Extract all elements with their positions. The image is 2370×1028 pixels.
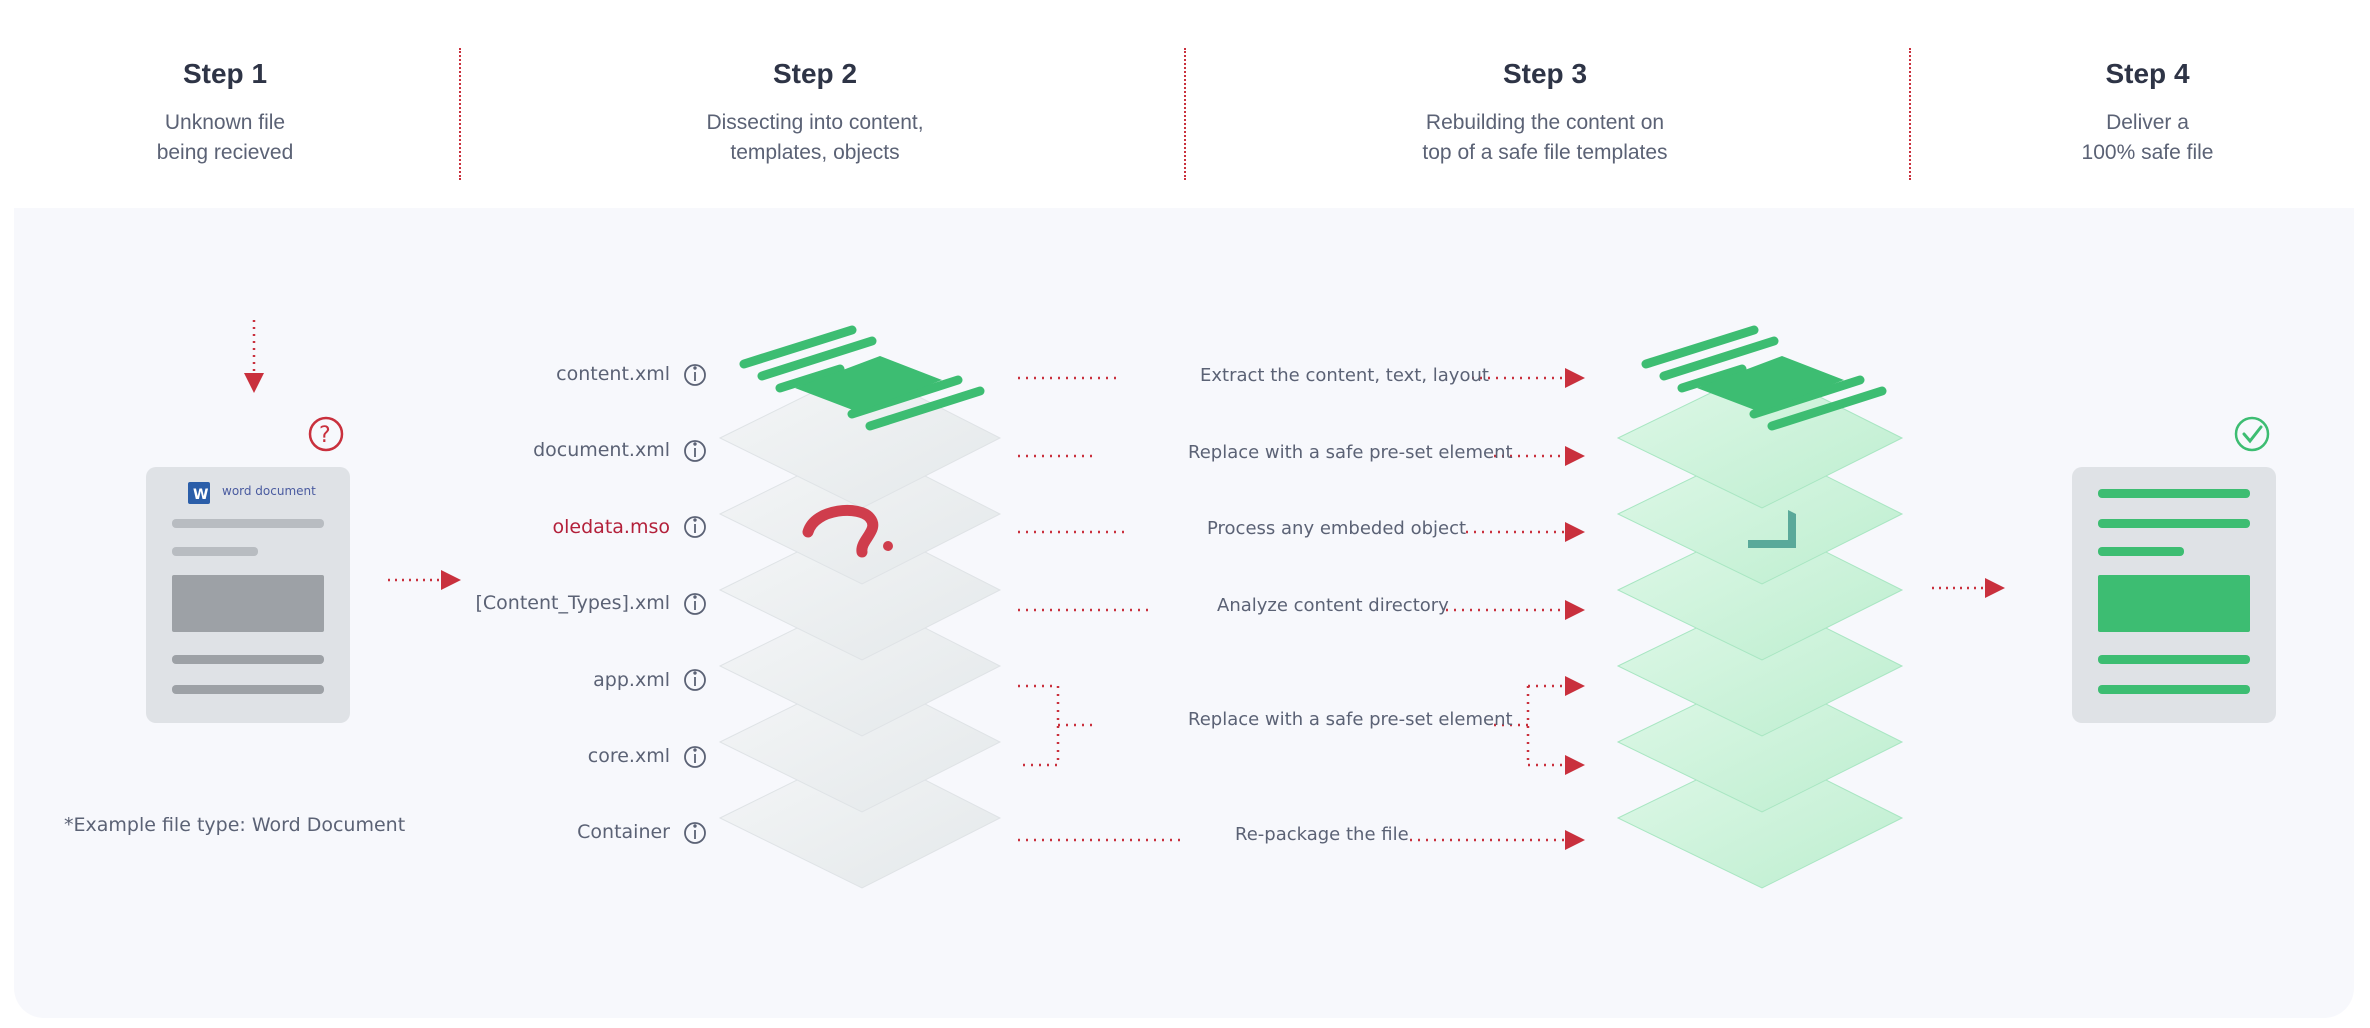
svg-text:W: W (193, 487, 208, 503)
info-icon[interactable] (684, 516, 706, 538)
step-2-description: Dissecting into content, templates, obje… (706, 111, 924, 164)
step-4-description: Deliver a 100% safe file (2081, 111, 2214, 164)
step-1: Step 1 Unknown file being recieved (120, 58, 330, 168)
action-replace-2: Replace with a safe pre-set element (1188, 709, 1513, 730)
step-3-title: Step 3 (1502, 58, 1588, 89)
diagram-body (14, 208, 2354, 1018)
input-document: W word document (146, 467, 350, 723)
layer-label-container: Container (577, 821, 670, 843)
step-2: Step 2 Dissecting into content, template… (665, 58, 965, 168)
info-icon[interactable] (684, 822, 706, 844)
output-document (2072, 467, 2276, 723)
action-extract: Extract the content, text, layout (1200, 365, 1489, 386)
action-replace-1: Replace with a safe pre-set element (1188, 442, 1513, 463)
layer-label-oledata: oledata.mso (552, 516, 670, 538)
steps-header: Step 1 Unknown file being recieved Step … (0, 0, 2370, 205)
step-3-description: Rebuilding the content on top of a safe … (1422, 111, 1668, 164)
word-icon (188, 482, 210, 504)
rebuild-arrows (1410, 368, 1585, 850)
question-icon: ? (308, 416, 344, 452)
layer-label-content: content.xml (556, 363, 670, 385)
rebuilt-layer-stack (1616, 325, 1904, 889)
example-note: *Example file type: Word Document (64, 814, 406, 836)
info-icon[interactable] (684, 364, 706, 386)
step-1-title: Step 1 (182, 58, 268, 89)
layer-label-document: document.xml (533, 439, 670, 461)
dissected-layer-stack (718, 325, 1002, 889)
svg-text:?: ? (319, 423, 331, 448)
action-process: Process any embeded object (1207, 518, 1467, 539)
embedded-object-icon (802, 504, 879, 558)
step-4: Step 4 Deliver a 100% safe file (2040, 58, 2255, 168)
action-analyze: Analyze content directory (1217, 595, 1449, 616)
check-circle-icon (2234, 416, 2270, 452)
connector-lines (1018, 376, 1184, 842)
step-1-description: Unknown file being recieved (156, 111, 294, 164)
step-separator (1909, 48, 1911, 180)
input-document-label: word document (222, 484, 316, 498)
layer-label-content-types: [Content_Types].xml (475, 592, 671, 614)
step-2-title: Step 2 (772, 58, 858, 89)
step-4-title: Step 4 (2105, 58, 2190, 89)
step-separator (459, 48, 461, 180)
step-3: Step 3 Rebuilding the content on top of … (1380, 58, 1710, 168)
step-separator (1184, 48, 1186, 180)
info-icon[interactable] (684, 440, 706, 462)
layer-label-app: app.xml (593, 669, 670, 691)
layer-label-core: core.xml (587, 745, 670, 767)
action-repackage: Re-package the file (1235, 824, 1409, 845)
info-icon[interactable] (684, 669, 706, 691)
info-icon[interactable] (684, 593, 706, 615)
info-icon[interactable] (684, 746, 706, 768)
safe-object-icon (1748, 510, 1796, 548)
